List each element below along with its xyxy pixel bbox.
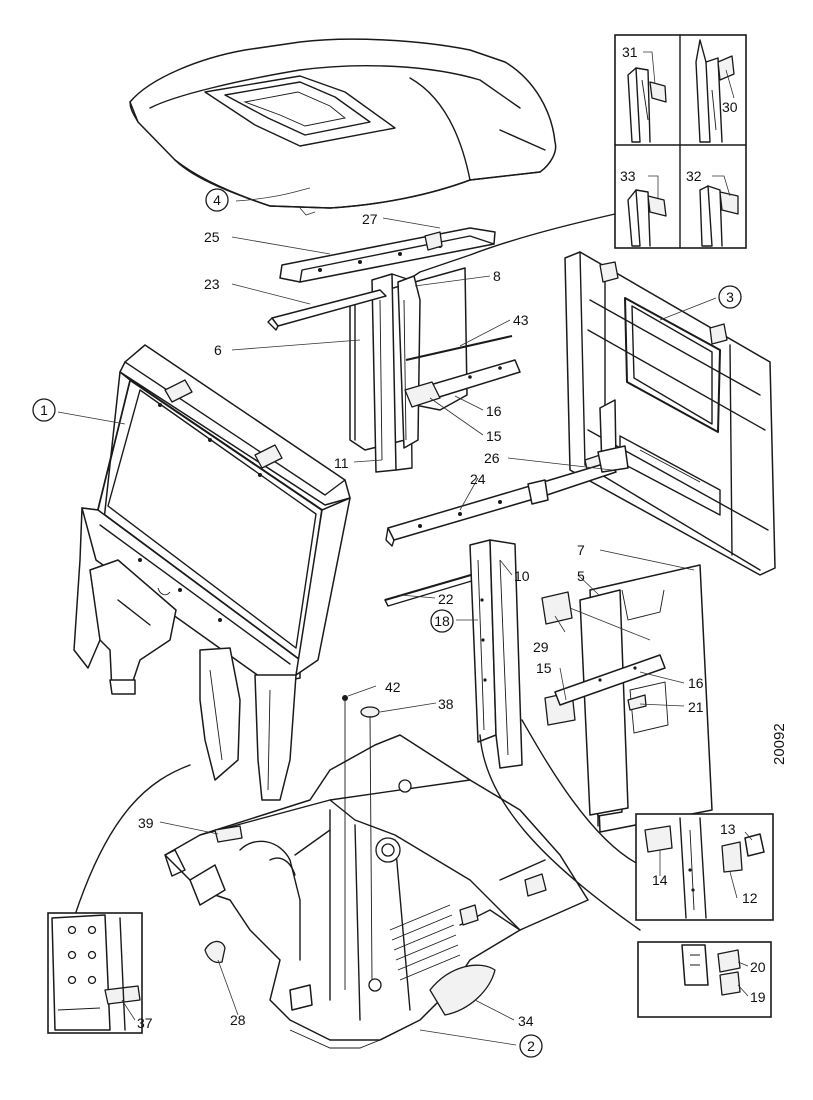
rear-cab-panel [564,251,776,576]
callout-25: 25 [204,229,220,245]
callout-42: 42 [385,679,401,695]
cable-run-right [479,734,641,931]
callout-11: 11 [334,455,349,471]
callout-7: 7 [577,542,585,558]
detail-box-door-pillar [635,813,774,921]
callout-27: 27 [362,211,378,227]
bracket-39-part [214,825,243,843]
callout-12: 12 [742,890,758,906]
callout-19: 19 [750,989,766,1005]
callout-28: 28 [230,1012,246,1028]
callout-3: 3 [726,289,734,305]
callout-20: 20 [750,959,766,975]
roof-rail-front [279,227,496,283]
cab-floor [164,734,589,1049]
callout-16-upper: 16 [486,403,502,419]
leader-lines [57,51,753,1046]
callout-24: 24 [470,471,486,487]
drawing-code: 20092 [771,723,788,765]
callout-33: 33 [620,168,636,184]
cable-run-upper [404,213,616,283]
callout-34: 34 [518,1013,534,1029]
b-pillar-assembly-right [384,539,713,833]
callout-8: 8 [493,268,501,284]
callout-2: 2 [527,1038,535,1054]
callout-37: 37 [137,1015,153,1031]
callout-4: 4 [213,192,221,208]
callout-43: 43 [513,312,529,328]
washer-38-part [360,706,380,718]
callout-labels: 4 27 25 23 8 43 6 16 15 11 1 3 26 24 7 1… [32,44,788,1058]
callout-13: 13 [720,821,736,837]
callout-6: 6 [214,342,222,358]
callout-14: 14 [652,872,668,888]
detail-box-latch [637,941,772,1018]
stud-42-part [342,695,348,701]
cable-run-right-2 [521,719,641,866]
callout-16-lower: 16 [688,675,704,691]
callout-30: 30 [722,99,738,115]
detail-box-pillar-brackets [614,34,747,249]
callout-5: 5 [577,568,585,584]
callout-18: 18 [434,613,450,629]
bracket-28-part [204,940,226,964]
callout-21: 21 [688,699,704,715]
callout-31: 31 [622,44,638,60]
callout-1: 1 [40,402,48,418]
callout-39: 39 [138,815,154,831]
rear-lower-rail [385,445,629,547]
callout-23: 23 [204,276,220,292]
detail-box-hinge-plate [47,912,143,1034]
callout-10: 10 [514,568,530,584]
callout-26: 26 [484,450,500,466]
callout-15-lower: 15 [536,660,552,676]
callout-22: 22 [438,591,454,607]
cable-run-left [74,764,191,916]
b-pillar-assembly-left [267,267,521,473]
callout-29: 29 [533,639,549,655]
roof-panel [129,38,557,216]
front-windscreen-frame [73,344,351,801]
callout-38: 38 [438,696,454,712]
callout-15-upper: 15 [486,428,502,444]
callout-32: 32 [686,168,702,184]
